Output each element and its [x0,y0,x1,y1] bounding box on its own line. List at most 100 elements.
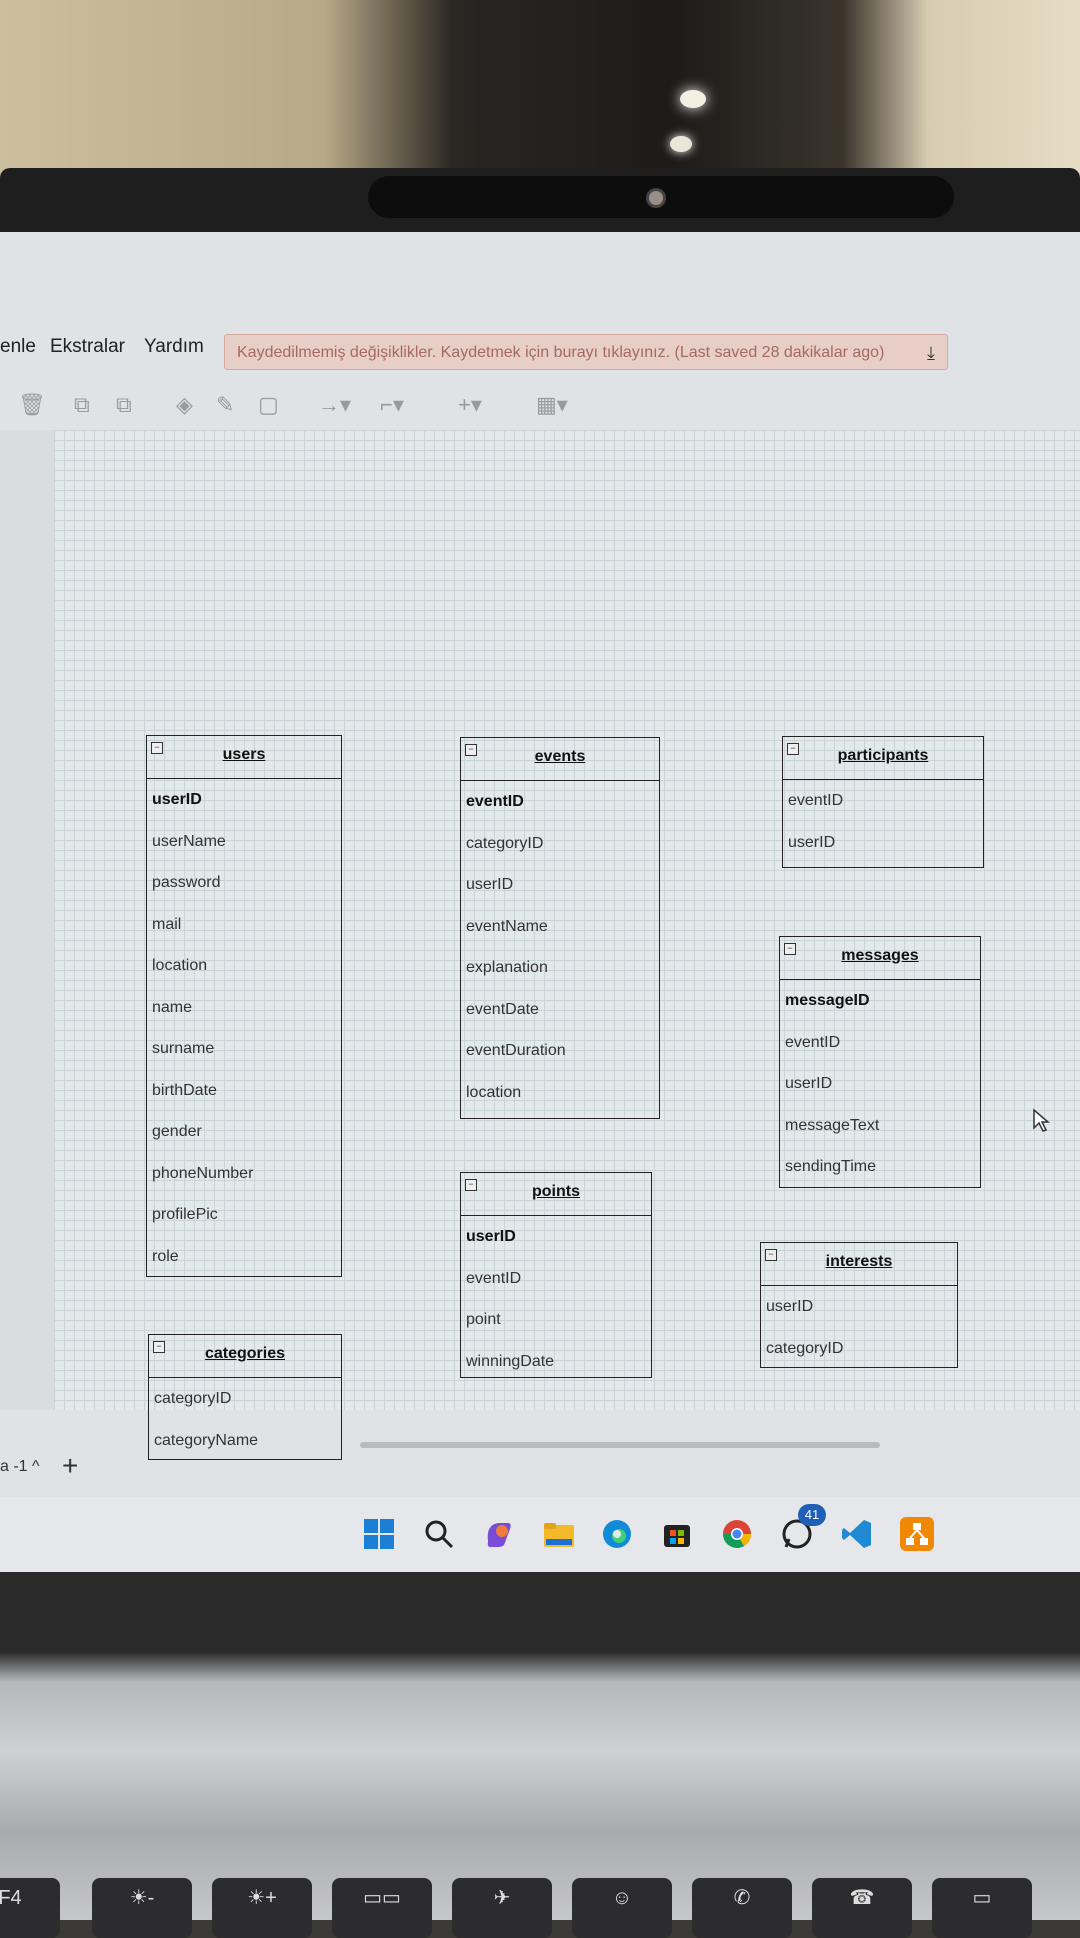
entity-interests[interactable]: − interests userID categoryID [760,1242,958,1368]
entity-row[interactable]: birthDate [152,1081,217,1099]
entity-row[interactable]: eventID [785,1033,841,1051]
diagram-canvas[interactable]: − users userID userName password mail lo… [54,430,1080,1460]
windows-taskbar [0,1497,1080,1572]
entity-categories[interactable]: − categories categoryID categoryName [148,1334,342,1460]
store-icon[interactable] [660,1517,694,1551]
insert-icon[interactable]: +▾ [458,392,482,417]
entity-row[interactable]: location [466,1083,522,1101]
keyboard-key: ☀+ [212,1878,312,1938]
entity-row[interactable]: profilePic [152,1206,218,1223]
page-tab[interactable]: a -1 ^ [0,1458,40,1475]
collapse-icon[interactable]: − [153,1341,165,1353]
laptop-screen: enle Ekstralar Yardım Kaydedilmemiş deği… [0,232,1080,1572]
file-explorer-icon[interactable] [542,1517,576,1551]
entity-row[interactable]: userName [152,832,226,850]
entity-row[interactable]: userID [785,1075,833,1092]
entity-row[interactable]: userID [766,1298,814,1315]
line-color-icon[interactable]: ✎ [216,392,235,417]
unsaved-changes-banner[interactable]: Kaydedilmemiş değişiklikler. Kaydetmek i… [224,334,948,370]
chrome-icon[interactable] [720,1517,754,1551]
entity-row[interactable]: point [466,1311,501,1328]
whatsapp-badge: 41 [798,1504,826,1526]
entity-row[interactable]: userID [466,1228,516,1245]
collapse-icon[interactable]: − [784,943,796,955]
entity-title: categories [204,1345,286,1362]
search-icon[interactable] [422,1517,456,1551]
fill-color-icon[interactable]: ◈ [176,392,193,417]
edge-icon[interactable] [600,1517,634,1551]
horizontal-scrollbar[interactable] [360,1442,880,1448]
keyboard-key: ▭▭ [332,1878,432,1938]
entity-row[interactable]: mail [152,915,182,933]
toolbar: 🗑 ⧉ ⧉ ◈ ✎ ▢ →▾ ⌐▾ +▾ ▦▾ [0,380,1080,430]
shadow-icon[interactable]: ▢ [258,392,279,417]
collapse-icon[interactable]: − [787,743,799,755]
menu-item-edit[interactable]: enle [0,336,36,357]
collapse-icon[interactable]: − [465,1179,477,1191]
entity-row[interactable]: categoryName [154,1431,259,1449]
copilot-icon[interactable] [482,1517,516,1551]
entity-row[interactable]: messageID [785,992,870,1009]
entity-row[interactable]: userID [466,876,514,893]
page-tabs-bar: a -1 ^ + [0,1450,1080,1490]
entity-row[interactable]: explanation [466,959,548,976]
vscode-icon[interactable] [840,1517,874,1551]
windows-icon[interactable] [362,1517,396,1551]
entity-participants[interactable]: − participants eventID userID [782,736,984,868]
menu-item-help[interactable]: Yardım [144,336,204,357]
entity-row[interactable]: userID [788,833,836,851]
table-icon[interactable]: ▦▾ [536,392,568,417]
to-front-icon[interactable]: ⧉ [74,392,90,417]
entity-title: interests [825,1253,893,1270]
entity-row[interactable]: categoryID [154,1390,232,1407]
entity-title: events [534,748,586,765]
whatsapp-icon[interactable] [780,1517,814,1551]
entity-row[interactable]: eventID [466,1269,522,1287]
entity-row[interactable]: userID [152,791,202,808]
entity-messages[interactable]: − messages messageID eventID userID mess… [779,936,981,1188]
to-back-icon[interactable]: ⧉ [116,392,132,417]
entity-row[interactable]: location [152,957,208,974]
entity-row[interactable]: categoryID [466,834,544,852]
entity-header: − messages [780,937,980,980]
light-fixture [670,136,692,152]
entity-row[interactable]: eventName [466,917,548,935]
background-room [0,0,1080,200]
collapse-icon[interactable]: − [151,742,163,754]
entity-header: − points [461,1173,651,1216]
collapse-icon[interactable]: − [765,1249,777,1261]
entity-row[interactable]: surname [152,1040,215,1057]
add-page-button[interactable]: + [62,1450,79,1481]
keyboard-key: ▭ [932,1878,1032,1938]
keyboard-key: ☎ [812,1878,912,1938]
webcam-bar [368,176,954,218]
connection-icon[interactable]: →▾ [318,392,352,417]
entity-row[interactable]: eventID [466,793,524,810]
entity-users[interactable]: − users userID userName password mail lo… [146,735,342,1277]
collapse-icon[interactable]: − [465,744,477,756]
laptop-bezel [0,168,1080,238]
entity-points[interactable]: − points userID eventID point winningDat… [460,1172,652,1378]
keyboard-key: F4 [0,1878,60,1938]
entity-row[interactable]: categoryID [766,1339,844,1357]
drawio-icon[interactable] [900,1517,934,1551]
entity-row[interactable]: eventDuration [466,1042,566,1059]
entity-row[interactable]: messageText [785,1116,880,1134]
entity-row[interactable]: phoneNumber [152,1164,254,1182]
menu-item-extras[interactable]: Ekstralar [50,336,125,357]
download-icon: ⤓ [927,343,935,363]
mouse-cursor-icon [1033,1108,1050,1132]
waypoints-icon[interactable]: ⌐▾ [380,392,404,417]
entity-row[interactable]: winningDate [466,1352,555,1370]
entity-header: − participants [783,737,983,780]
entity-row[interactable]: eventDate [466,1000,539,1018]
entity-row[interactable]: name [152,998,193,1016]
delete-icon[interactable]: 🗑 [18,392,46,417]
entity-row[interactable]: role [152,1247,179,1265]
entity-row[interactable]: password [152,874,221,891]
entity-row[interactable]: gender [152,1123,202,1140]
entity-row[interactable]: eventID [788,792,844,809]
entity-title: participants [837,747,929,764]
entity-events[interactable]: − events eventID categoryID userID event… [460,737,660,1119]
entity-row[interactable]: sendingTime [785,1158,877,1175]
